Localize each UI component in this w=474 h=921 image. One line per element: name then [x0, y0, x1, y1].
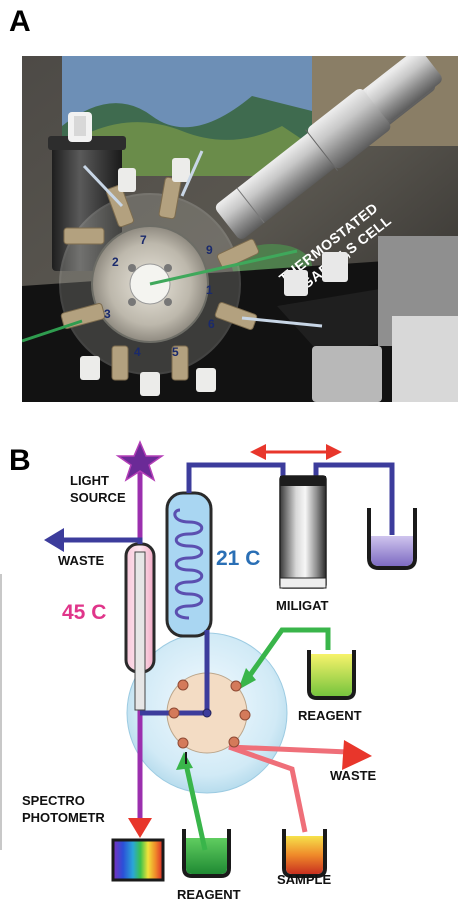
- tubing-miligat-to-reservoir: [313, 462, 395, 535]
- spectro-label: PHOTOMETR: [22, 810, 105, 825]
- coil-tube: [173, 508, 204, 620]
- port-numbers: 7 9 2 3 4 5 6 1: [104, 233, 215, 359]
- port-number: 6: [208, 317, 215, 331]
- heater-temp-label: 45 C: [62, 601, 106, 624]
- sample-label: SAMPLE: [277, 872, 332, 887]
- white-caps: [80, 158, 216, 396]
- waste-left-arrow-icon: [44, 528, 64, 552]
- port-number: 2: [112, 255, 119, 269]
- reagent-bottom-label: REAGENT: [177, 887, 241, 902]
- spectro-arrowhead-icon: [128, 818, 152, 838]
- cell-ports: [168, 679, 251, 749]
- coil-temp-label: 21 C: [216, 547, 260, 570]
- waste-right-line: [228, 744, 349, 755]
- reagent-bottom-arrow: [183, 763, 208, 851]
- thermostated-cylinder: [215, 56, 442, 239]
- port-number: 5: [172, 345, 179, 359]
- waste-right-arrowhead-icon: [342, 740, 372, 770]
- reagent-right-label: REAGENT: [298, 708, 362, 723]
- reagent-right-arrowhead-icon: [238, 668, 256, 690]
- port-number: 3: [104, 307, 111, 321]
- reagent-bottom-arrowhead-icon: [176, 752, 193, 770]
- miligat-pump: [279, 475, 327, 589]
- reagent-right-arrow: [245, 627, 331, 680]
- reagent-right-beaker: [307, 650, 356, 700]
- sample-beaker: [282, 829, 327, 878]
- miligat-label: MILIGAT: [276, 598, 329, 613]
- panel-b-letter: B: [9, 444, 31, 477]
- left-edge-line: [0, 574, 2, 850]
- light-source-label: LIGHT: [70, 473, 109, 488]
- thermostated-cell-photo: THERMOSTATED GARTH,S CELL 7 9: [22, 56, 458, 402]
- port-number: 1: [206, 283, 213, 297]
- sample-line: [228, 744, 308, 833]
- spectrophotometer: [111, 838, 165, 882]
- waste-right-label: WASTE: [330, 768, 377, 783]
- panel-a-letter: A: [9, 5, 31, 38]
- tubing-coil-to-miligat: [186, 462, 286, 493]
- arrow-left-head-icon: [250, 444, 266, 460]
- tubing-heater-to-waste: [64, 537, 143, 544]
- arrow-right-head-icon: [326, 444, 342, 460]
- waste-left-label: WASTE: [58, 553, 105, 568]
- port-number: 9: [206, 243, 213, 257]
- light-source-label: SOURCE: [70, 490, 126, 505]
- reagent-bottom-beaker: [182, 829, 231, 878]
- port-number: 4: [134, 345, 141, 359]
- spectro-label: SPECTRO: [22, 793, 85, 808]
- port-number: 7: [140, 233, 147, 247]
- light-source-star-icon: [115, 440, 165, 482]
- reservoir-beaker: [367, 508, 417, 570]
- flow-schematic: LIGHT SOURCE WASTE 21 C 45 C MILIGAT REA…: [22, 440, 417, 902]
